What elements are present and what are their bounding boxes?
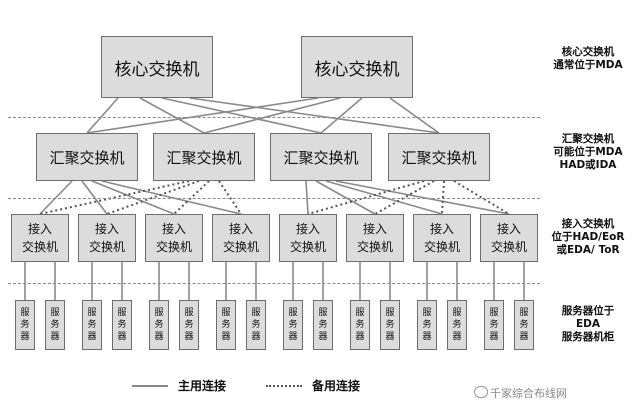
core-to-aggregation-link: [161, 97, 322, 134]
core-switch: 核心交换机: [101, 36, 213, 98]
server: 服 务 器: [283, 300, 303, 350]
server: 服 务 器: [350, 300, 370, 350]
tier-label-core: 核心交换机 通常位于MDA: [553, 46, 623, 71]
aggregation-to-access-primary-link: [305, 180, 309, 215]
aggregation-to-access-backup-link: [218, 180, 242, 215]
watermark-text: 千家综合布线网: [490, 387, 567, 400]
aggregation-switch: 汇聚交换机: [270, 133, 372, 181]
access-switch: 接入 交换机: [279, 214, 337, 262]
server: 服 务 器: [15, 300, 35, 350]
access-switch: 接入 交换机: [78, 214, 136, 262]
aggregation-to-access-backup-link: [441, 180, 445, 215]
wechat-icon: [474, 386, 488, 398]
aggregation-to-access-backup-link: [173, 180, 210, 215]
aggregation-to-access-primary-link: [325, 180, 443, 215]
tier-divider: [8, 117, 540, 118]
aggregation-to-access-primary-link: [91, 180, 175, 215]
server: 服 务 器: [45, 300, 65, 350]
legend-backup-swatch: [266, 385, 302, 387]
aggregation-to-access-primary-link: [315, 180, 376, 215]
legend-primary-label: 主用连接: [178, 379, 227, 393]
server: 服 务 器: [514, 300, 534, 350]
server: 服 务 器: [179, 300, 199, 350]
core-to-aggregation-link: [203, 97, 341, 134]
server: 服 务 器: [246, 300, 266, 350]
server: 服 务 器: [417, 300, 437, 350]
aggregation-switch: 汇聚交换机: [388, 133, 490, 181]
core-to-aggregation-link: [320, 97, 363, 134]
access-switch: 接入 交换机: [413, 214, 471, 262]
aggregation-switch: 汇聚交换机: [153, 133, 255, 181]
tier-label-server: 服务器位于 EDA 服务器机柜: [561, 305, 615, 343]
core-to-aggregation-link: [389, 97, 440, 134]
aggregation-to-access-primary-link: [39, 180, 73, 215]
server: 服 务 器: [447, 300, 467, 350]
core-to-aggregation-link: [139, 97, 205, 134]
core-to-aggregation-link: [86, 97, 319, 134]
server: 服 务 器: [149, 300, 169, 350]
tier-label-aggregation: 汇聚交换机 可能位于MDA HAD或IDA: [553, 133, 623, 171]
aggregation-to-access-backup-link: [39, 180, 190, 215]
legend-primary-swatch: [132, 385, 168, 387]
server: 服 务 器: [484, 300, 504, 350]
aggregation-switch: 汇聚交换机: [36, 133, 138, 181]
server: 服 务 器: [112, 300, 132, 350]
aggregation-to-access-backup-link: [106, 180, 200, 215]
access-switch: 接入 交换机: [145, 214, 203, 262]
core-to-aggregation-link: [86, 97, 119, 134]
aggregation-to-access-primary-link: [81, 180, 108, 215]
tier-label-access: 接入交换机 位于HAD/EoR 或EDA/ ToR: [551, 218, 625, 256]
aggregation-to-access-backup-link: [307, 180, 425, 215]
access-switch: 接入 交换机: [480, 214, 538, 262]
access-switch: 接入 交换机: [346, 214, 404, 262]
server: 服 务 器: [380, 300, 400, 350]
aggregation-to-access-backup-link: [374, 180, 435, 215]
core-to-aggregation-link: [189, 97, 440, 134]
aggregation-to-access-backup-link: [453, 180, 510, 215]
access-switch: 接入 交换机: [11, 214, 69, 262]
access-switch: 接入 交换机: [212, 214, 270, 262]
aggregation-to-access-primary-link: [335, 180, 510, 215]
tier-divider: [8, 198, 540, 199]
tier-divider: [8, 283, 540, 284]
legend-backup-label: 备用连接: [312, 379, 361, 393]
server: 服 务 器: [82, 300, 102, 350]
core-switch: 核心交换机: [301, 36, 413, 98]
server: 服 务 器: [313, 300, 333, 350]
server: 服 务 器: [216, 300, 236, 350]
aggregation-to-access-primary-link: [101, 180, 242, 215]
